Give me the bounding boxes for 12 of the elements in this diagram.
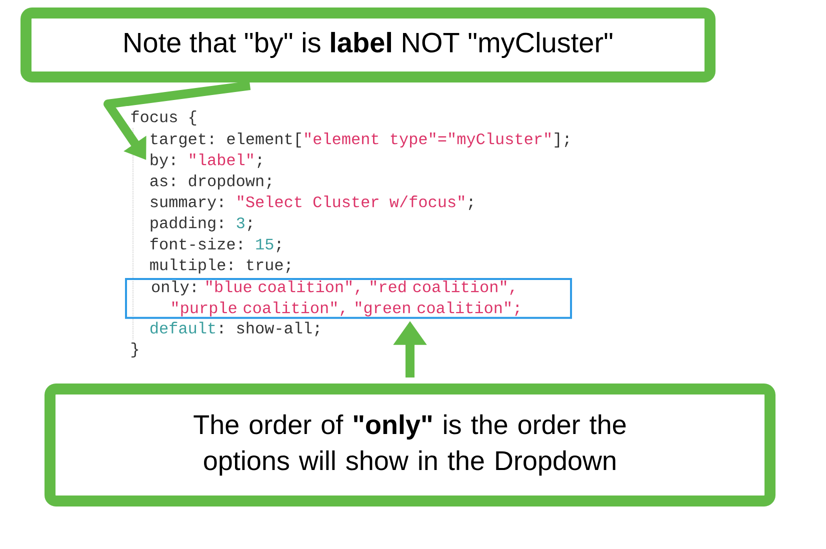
code-line: default : show-all; [150,322,319,336]
code-line: target: element[ "element type"="myCluster" ]; [150,132,568,148]
code-line: font-size: 15 ; [150,238,280,252]
callout-box: Note that "by" is label NOT "myCluster" [20,8,716,82]
code-line: } [132,342,138,358]
highlight-box: only: "blue coalition", "red coalition", "purple coalition", "green coalition"; [125,278,572,319]
code-line: by: "label" ; [150,154,262,168]
code-line: padding: 3 ; [150,216,252,232]
callout-box: The order of "only" is the order the options will show in the Dropdown [44,384,776,506]
code-line: as: dropdown; [150,174,271,190]
code-line: focus { [131,110,196,126]
code-line: summary: "Select Cluster w/focus" ; [150,196,472,210]
